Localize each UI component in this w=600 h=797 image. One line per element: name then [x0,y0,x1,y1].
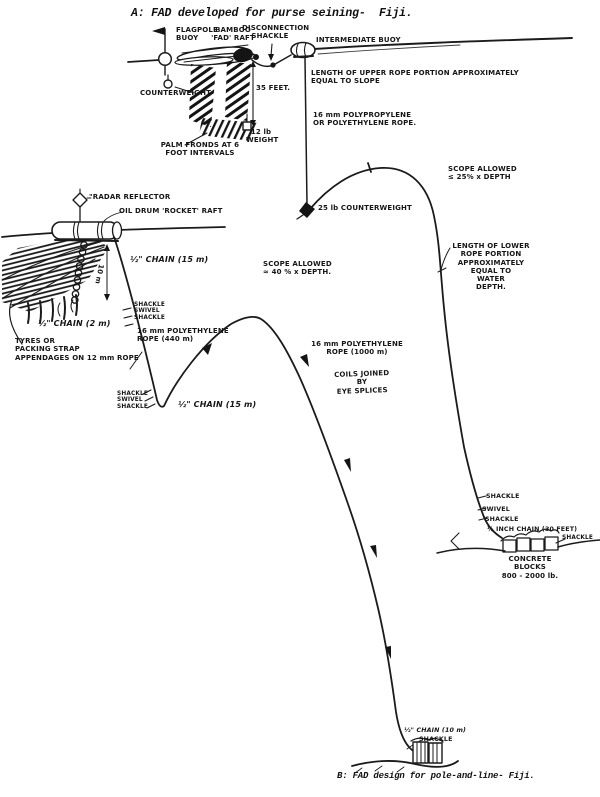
label-flagpole-buoy: FLAGPOLE BUOY [176,26,218,43]
label-palm-fronds: PALM FRONDS AT 6 FOOT INTERVALS [160,141,240,158]
label-counterweight-a: COUNTERWEIGHT [140,89,212,97]
label-shackle-a2: SHACKLE [485,516,519,523]
label-bamboo-raft: BAMBOO 'FAD' RAFT [211,26,255,43]
label-intermediate-buoy: INTERMEDIATE BUOY [316,36,401,44]
label-scope-40: SCOPE ALLOWED ≈ 40 % x DEPTH. [263,260,332,277]
intermediate-buoy-figure [290,41,316,59]
label-tyres-note: TYRES OR PACKING STRAP APPENDAGES ON 12 … [15,337,139,362]
label-swivel-a: SWIVEL [482,506,510,513]
label-scope-25: SCOPE ALLOWED ≤ 25% x DEPTH [448,165,517,182]
label-chain-2m: ½" CHAIN (2 m) [38,319,111,328]
label-half-inch-chain-30ft: ½ INCH CHAIN (30 FEET) [487,526,578,533]
weight-12lb-figure [242,113,252,131]
rocket-raft-figure [51,188,123,242]
label-concrete-blocks: CONCRETE BLOCKS 800 - 2000 lb. [501,555,559,580]
label-upper-rope-note: LENGTH OF UPPER ROPE PORTION APPROXIMATE… [311,69,519,86]
label-rocket-raft: OIL DRUM 'ROCKET' RAFT [119,207,223,215]
anchor-a-figure [436,495,600,554]
label-35-feet: 35 FEET. [256,84,291,92]
palm-fronds-leader [184,132,208,146]
design-b-figure [1,188,459,774]
label-coils-note: COILS JOINED BY EYE SPLICES [334,369,390,396]
flagpole-buoy-figure [152,27,195,94]
label-disconnection-shackle: DISCONNECTION SHACKLE [242,24,310,41]
anchor-b-figure [351,737,459,774]
appendages-figure [1,240,108,345]
label-shackle-swivel-lower: SHACKLE SWIVEL SHACKLE [117,391,148,410]
mooring-rope-b [113,236,421,755]
label-1000m-rope: 16 mm POLYETHYLENE ROPE (1000 m) [311,340,403,357]
label-chain-10m: ½" CHAIN (10 m) [404,727,467,734]
depth-35ft-arrow [250,61,256,126]
label-lower-rope-note: LENGTH OF LOWER ROPE PORTION APPROXIMATE… [452,242,530,292]
label-shackle-a1: SHACKLE [486,493,520,500]
label-16mm-rope-a: 16 mm POLYPROPYLENE OR POLYETHYLENE ROPE… [313,111,417,128]
title-design-a: A: FAD developed for purse seining- Fiji… [131,7,413,20]
label-shackle-swivel-upper: SHACKLE SWIVEL SHACKLE [134,302,165,321]
bamboo-raft-figure [174,44,259,66]
label-12lb-weight: 12 lb WEIGHT [246,128,279,145]
mooring-rope-a [296,57,485,518]
label-shackle-a3: SHACKLE [562,535,593,541]
label-radar-reflector: "RADAR REFLECTOR [89,193,171,201]
label-chain-15m-upper: ½" CHAIN (15 m) [130,255,209,264]
label-shackle-b: SHACKLE [419,736,453,743]
raft-to-buoy-rope [251,43,292,68]
label-chain-15m-lower: ½" CHAIN (15 m) [178,400,257,409]
drop-10m-arrow [104,244,110,301]
water-surface-a [127,37,573,63]
title-design-b: B: FAD design for pole-and-line- Fiji. [337,771,535,781]
design-a-figure [127,27,600,554]
label-25lb-counterweight: 25 lb COUNTERWEIGHT [318,204,412,212]
label-440m-rope: 16 mm POLYETHYLENE ROPE (440 m) [137,327,229,344]
